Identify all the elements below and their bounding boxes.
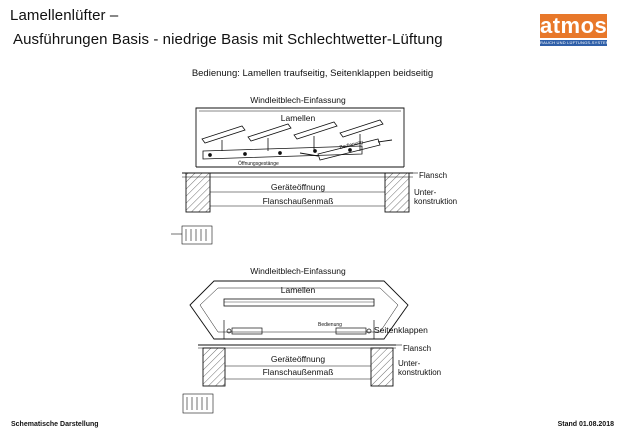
top-linkage-label: Öffnungsgestänge — [238, 160, 279, 167]
bottom-cover-label: Windleitblech-Einfassung — [250, 266, 346, 276]
bottom-substructure-label-1: Unter- — [398, 359, 421, 368]
bottom-substructure-label-2: konstruktion — [398, 368, 441, 377]
top-opening-label: Geräteöffnung — [271, 182, 325, 192]
bottom-flange-label: Flansch — [403, 344, 431, 353]
top-flange-right — [384, 172, 410, 213]
top-opening-linkage — [202, 145, 363, 160]
top-louvres-label: Lamellen — [281, 113, 316, 123]
footer-date: Stand 01.08.2018 — [557, 421, 614, 428]
top-flange-dimension-label: Flanschaußenmaß — [263, 196, 334, 206]
footer-schematic-note: Schematische Darstellung — [11, 421, 99, 428]
page-title-line-2: Ausführungen Basis - niedrige Basis mit … — [13, 31, 443, 48]
bottom-section-symbol — [182, 393, 214, 414]
diagram-subtitle: Bedienung: Lamellen traufseitig, Seitenk… — [191, 68, 434, 79]
logo-tagline: RAUCH UND LÜFTUNGS-SYSTEME — [540, 40, 607, 46]
top-substructure-label-2: konstruktion — [414, 197, 457, 206]
top-flange-left — [185, 172, 211, 213]
bottom-flange-right — [370, 347, 394, 387]
top-flange-label: Flansch — [419, 171, 447, 180]
top-substructure-label-1: Unter- — [414, 188, 437, 197]
page-title-line-1: Lamellenlüfter – — [10, 7, 119, 24]
bottom-side-flap-actuators — [223, 320, 375, 339]
diagram-bottom — [182, 280, 409, 414]
bottom-louvres — [223, 298, 375, 307]
bottom-flange-left — [202, 347, 226, 387]
diagram-top — [171, 107, 418, 245]
top-section-symbol — [171, 225, 213, 245]
bottom-cover-outline — [189, 280, 409, 340]
top-cover-label: Windleitblech-Einfassung — [250, 95, 346, 105]
atmos-logo: atmos RAUCH UND LÜFTUNGS-SYSTEME — [540, 14, 607, 47]
top-louvres — [201, 119, 384, 151]
bottom-side-flaps-label: Seitenklappen — [374, 325, 428, 335]
bottom-flange-dimension-label: Flanschaußenmaß — [263, 367, 334, 377]
bottom-louvres-label: Lamellen — [281, 285, 316, 295]
bottom-opening-label: Geräteöffnung — [271, 354, 325, 364]
top-operator — [299, 138, 393, 161]
logo-wordmark: atmos — [540, 13, 608, 38]
bottom-operator-label: Bedienung — [318, 322, 342, 328]
top-cover-outline — [195, 107, 405, 167]
top-operator-label: Bedienung — [339, 139, 364, 151]
